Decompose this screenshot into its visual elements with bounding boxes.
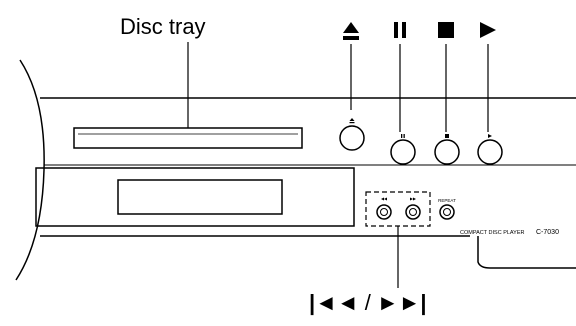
skip-back-symbol-text: |◄◄ — [309, 290, 359, 315]
disc-tray-label: Disc tray — [120, 14, 206, 39]
disc-tray-slot — [73, 127, 303, 149]
model-label: C-7030 — [536, 229, 559, 236]
repeat-label: REPEAT — [438, 198, 456, 203]
skip-buttons-label: |◄◄/►►| — [309, 290, 427, 316]
pause-button[interactable] — [390, 139, 416, 165]
pause-button-mark-icon — [401, 134, 405, 138]
skip-forward-mark-icon — [410, 197, 416, 201]
eject-symbol-bar-icon — [343, 36, 359, 40]
skip-back-mark-icon — [381, 197, 387, 201]
skip-forward-symbol-text: ►►| — [376, 290, 427, 315]
stop-button-mark-icon — [445, 134, 449, 138]
skip-forward-button[interactable] — [405, 204, 421, 220]
skip-separator: / — [364, 290, 371, 315]
skip-buttons-highlight-box — [365, 191, 431, 227]
player-right-foot — [477, 236, 576, 269]
play-button-mark-icon — [488, 134, 492, 138]
skip-forward-button-core — [409, 208, 417, 216]
skip-back-button-core — [380, 208, 388, 216]
play-button[interactable] — [477, 139, 503, 165]
eject-button-mark-icon — [349, 118, 355, 121]
play-symbol-icon — [480, 22, 496, 38]
pause-symbol-icon — [394, 22, 406, 38]
repeat-button-core — [443, 208, 451, 216]
brand-label: COMPACT DISC PLAYER — [460, 230, 525, 236]
display-window-inner — [117, 179, 283, 215]
player-left-curved-edge — [15, 59, 45, 281]
stop-button[interactable] — [434, 139, 460, 165]
eject-symbol-icon — [343, 22, 359, 33]
display-window-outer — [35, 167, 355, 227]
skip-back-button[interactable] — [376, 204, 392, 220]
stop-symbol-icon — [438, 22, 454, 38]
repeat-button[interactable] — [439, 204, 455, 220]
eject-button[interactable] — [339, 125, 365, 151]
eject-button-mark-bar-icon — [349, 122, 355, 124]
